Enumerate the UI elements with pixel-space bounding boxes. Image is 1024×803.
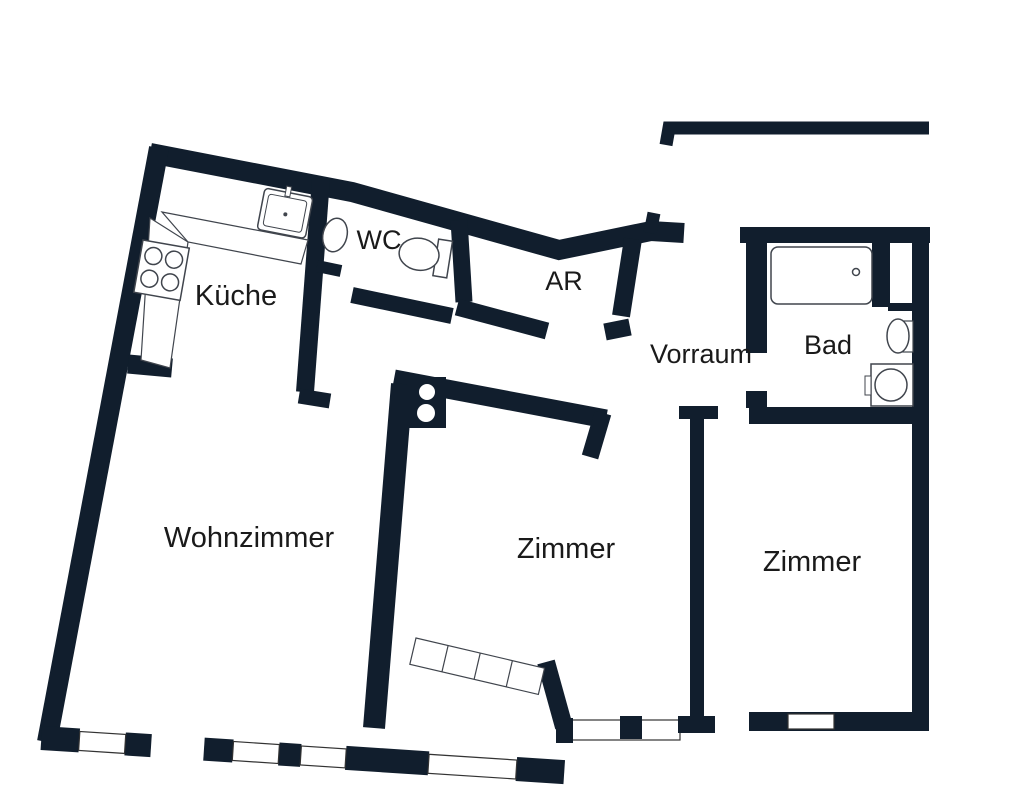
wall-bad-top xyxy=(740,227,930,243)
wall-exterior-right xyxy=(912,227,929,731)
wall-corridor-right xyxy=(678,406,718,733)
wall-stub-entrance xyxy=(643,211,661,235)
built-in-wardrobe-symbol xyxy=(409,637,546,696)
wall-kitchen-corner-stub xyxy=(127,354,173,378)
wall-segment xyxy=(278,742,302,767)
wall-wc-door-stub xyxy=(315,260,343,277)
wall-wc-ar xyxy=(450,219,473,303)
wall-segment xyxy=(203,737,234,763)
wall-stairwell xyxy=(659,121,929,147)
wall-exterior-left xyxy=(37,146,169,744)
wall-bad-bottom xyxy=(749,407,929,424)
wall-zimmer-rechts-bottom xyxy=(749,712,929,731)
wall-kueche-wc-bottom-cap xyxy=(297,388,332,409)
room-label-bad: Bad xyxy=(804,330,852,360)
room-labels: Küche WC AR Vorraum Bad Wohnzimmer Zimme… xyxy=(164,225,862,578)
stove-symbol xyxy=(132,239,191,302)
wall-segment xyxy=(344,745,430,776)
wall-kueche-wc xyxy=(296,178,330,393)
room-label-vorraum: Vorraum xyxy=(650,339,752,369)
bathtub-symbol xyxy=(770,246,873,305)
window-zimmer-rechts xyxy=(787,713,835,730)
walls-right-wing xyxy=(659,121,930,731)
kitchen-sink-symbol xyxy=(256,185,314,239)
toilet-symbol xyxy=(398,237,454,279)
fixtures xyxy=(132,185,914,696)
window-wohnzimmer-2 xyxy=(231,740,281,765)
wall-ar-right-bottom-cap xyxy=(603,318,632,341)
wall-niche-bottom xyxy=(888,303,913,311)
wall-ar-bottom xyxy=(454,298,550,340)
wall-zimmer-mitte-door-stub xyxy=(581,410,612,460)
room-label-wc: WC xyxy=(357,225,402,255)
wall-corridor-bottom-band xyxy=(556,716,681,743)
room-label-wohnzimmer: Wohnzimmer xyxy=(164,522,335,554)
room-label-zimmer-mitte: Zimmer xyxy=(517,533,616,565)
wall-bad-left-tick xyxy=(746,391,767,408)
wall-ar-right xyxy=(612,237,642,318)
room-label-kueche: Küche xyxy=(195,280,277,312)
window-zimmer-mitte xyxy=(427,753,518,780)
wall-segment xyxy=(556,718,573,743)
wall-exterior-top xyxy=(148,143,685,261)
wall-niche-separator xyxy=(872,241,890,307)
wall-bad-left xyxy=(746,227,767,353)
wall-wohnzimmer-zimmer xyxy=(363,383,413,729)
wall-wc-bottom xyxy=(350,287,454,324)
wall-bottom-band xyxy=(40,726,566,785)
wall-segment xyxy=(515,757,566,785)
chimney-symbol xyxy=(407,377,446,428)
room-label-zimmer-rechts: Zimmer xyxy=(763,546,862,578)
walls-left-wing xyxy=(37,143,685,744)
washing-machine-symbol xyxy=(864,363,914,407)
window-wohnzimmer-3 xyxy=(299,745,347,769)
wall-segment xyxy=(40,726,81,753)
bad-sink-symbol xyxy=(886,318,914,354)
room-label-ar: AR xyxy=(545,266,583,296)
wall-zimmer-mitte-se xyxy=(537,659,573,730)
wall-segment xyxy=(620,716,642,739)
wc-sink-symbol xyxy=(321,217,349,253)
wall-segment xyxy=(124,732,152,758)
window-wohnzimmer-1 xyxy=(77,730,127,755)
